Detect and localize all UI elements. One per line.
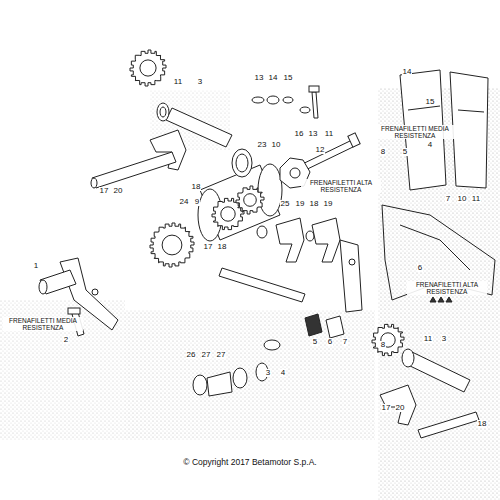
callout-number: 11 xyxy=(423,335,433,343)
callout-number: 18 xyxy=(217,243,228,251)
callout-number: 9 xyxy=(194,198,200,206)
callout-number: 10 xyxy=(271,141,282,149)
callout-number: 17 xyxy=(381,404,392,412)
callout-number: 15 xyxy=(283,74,294,82)
callout-number: 20 xyxy=(113,187,124,195)
gear xyxy=(150,223,194,267)
callout-number: 18 xyxy=(191,183,202,191)
gear xyxy=(130,50,166,86)
callout-number: 16 xyxy=(294,130,305,138)
callout-number: 15 xyxy=(425,98,436,106)
note-label: FRENAFILETTI ALTA RESISTENZA xyxy=(301,179,381,194)
callout-number: 14 xyxy=(402,68,413,76)
callout-number: 19 xyxy=(295,200,306,208)
callout-number: 27 xyxy=(216,351,227,359)
gear-hub xyxy=(162,235,182,255)
gear-hub xyxy=(140,60,156,76)
callout-number: 6 xyxy=(417,264,423,272)
callout-number: 11 xyxy=(324,130,334,138)
callout-number: 8 xyxy=(380,341,386,349)
callout-number: 4 xyxy=(427,141,433,149)
callout-number: 19 xyxy=(323,200,334,208)
callout-number: 20 xyxy=(395,404,406,412)
callout-number: 18 xyxy=(477,420,488,428)
callout-number: 27 xyxy=(201,351,212,359)
callout-number: 14 xyxy=(268,74,279,82)
callout-number: 26 xyxy=(186,351,197,359)
callout-number: 7 xyxy=(342,338,348,346)
callout-number: 1 xyxy=(33,262,39,270)
callout-number: 3 xyxy=(441,335,447,343)
callout-number: 11 xyxy=(471,195,481,203)
callout-number: 10 xyxy=(457,195,468,203)
callout-number: 4 xyxy=(280,369,286,377)
callout-number: 13 xyxy=(308,130,319,138)
copyright-text: © Copyright 2017 Betamotor S.p.A. xyxy=(182,458,317,467)
callout-number: 2 xyxy=(63,336,69,344)
callout-number: 6 xyxy=(327,338,333,346)
callout-number: 23 xyxy=(257,141,268,149)
gear-hub xyxy=(221,207,235,221)
gear xyxy=(372,324,404,355)
callout-number: 5 xyxy=(312,338,318,346)
callout-number: 13 xyxy=(254,74,265,82)
callout-number: 3 xyxy=(265,369,271,377)
callout-number: 5 xyxy=(402,148,408,156)
callout-number: 17 xyxy=(99,187,110,195)
callout-number: 17 xyxy=(203,243,214,251)
gears xyxy=(130,50,404,356)
note-label: FRENAFILETTI ALTA RESISTENZA xyxy=(407,281,487,296)
parts xyxy=(39,70,495,438)
callout-number: 24 xyxy=(179,198,190,206)
callout-number: 8 xyxy=(380,148,386,156)
callout-number: 7 xyxy=(445,195,451,203)
note-label: FRENAFILETTI MEDIA RESISTENZA xyxy=(375,125,455,140)
callout-number: 18 xyxy=(309,200,320,208)
gear xyxy=(236,186,264,214)
callout-number: 25 xyxy=(280,200,291,208)
callout-number: 11 xyxy=(173,78,183,86)
callout-number: 12 xyxy=(315,146,326,154)
callout-number: 3 xyxy=(197,78,203,86)
note-label: FRENAFILETTI MEDIA RESISTENZA xyxy=(3,317,83,332)
gear-hub xyxy=(244,194,257,207)
